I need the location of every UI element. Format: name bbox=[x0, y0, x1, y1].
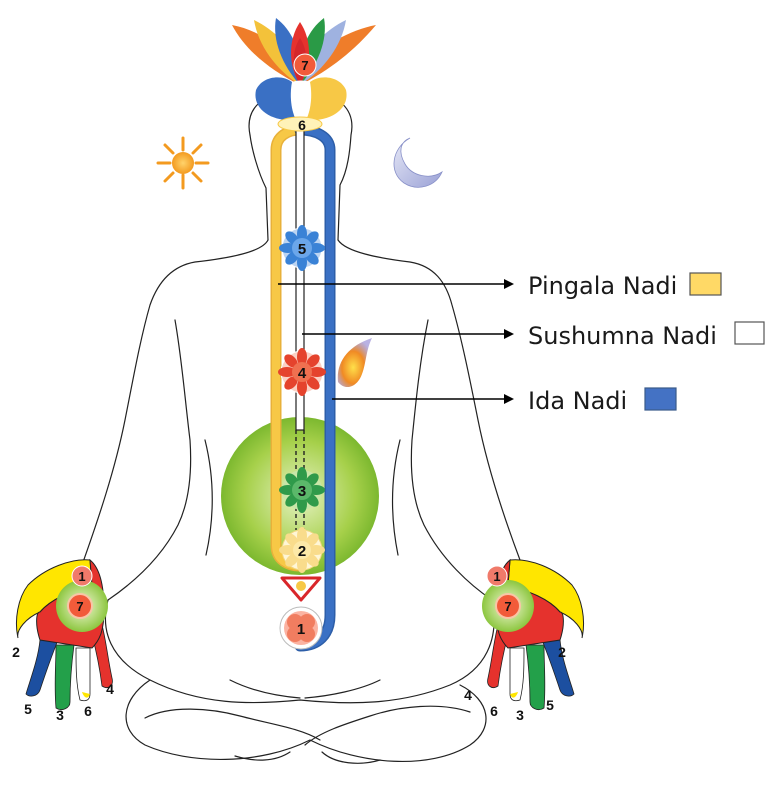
triangle-icon bbox=[280, 576, 322, 602]
lotus-crown-icon: 7 bbox=[232, 18, 376, 85]
right-finger-5-label: 5 bbox=[546, 697, 554, 713]
legend-ida-swatch bbox=[644, 387, 677, 411]
chakra-5: 5 bbox=[279, 225, 325, 271]
right-finger-3 bbox=[525, 644, 546, 710]
left-finger-3-label: 3 bbox=[56, 707, 64, 723]
third-eye-wings: 6 bbox=[255, 77, 347, 133]
chakra-4-label: 4 bbox=[298, 365, 307, 382]
chakra-3: 3 bbox=[279, 467, 325, 513]
chakra-7-label: 7 bbox=[301, 58, 308, 73]
chakra-4: 4 bbox=[278, 348, 326, 396]
flame-icon bbox=[337, 338, 372, 388]
chakra-3-label: 3 bbox=[298, 483, 306, 500]
chakra-1: 1 bbox=[279, 606, 323, 650]
chakra-2: 2 bbox=[279, 527, 325, 573]
left-finger-5 bbox=[25, 639, 59, 697]
right-finger-5 bbox=[541, 639, 575, 697]
left-finger-4-label: 4 bbox=[106, 681, 114, 697]
left-finger-6-label: 6 bbox=[84, 703, 92, 719]
right-finger-4-label: 4 bbox=[464, 687, 472, 703]
body-outline bbox=[81, 89, 521, 764]
right-finger-6 bbox=[509, 647, 525, 702]
chakra-1-label: 1 bbox=[297, 621, 305, 638]
chakra-5-label: 5 bbox=[298, 241, 306, 258]
right-finger-6-label: 6 bbox=[490, 703, 498, 719]
left-palm-1-label: 1 bbox=[78, 569, 85, 584]
left-finger-3 bbox=[54, 644, 75, 710]
legend-ida-label: Ida Nadi bbox=[528, 387, 627, 415]
right-hand: 1 7 2 5 3 6 4 bbox=[464, 558, 585, 723]
left-finger-2-label: 2 bbox=[12, 644, 20, 660]
left-finger-5-label: 5 bbox=[24, 701, 32, 717]
left-palm-7-label: 7 bbox=[76, 599, 83, 614]
legend: Pingala Nadi Sushumna Nadi Ida Nadi bbox=[528, 272, 765, 415]
chakra-2-label: 2 bbox=[298, 543, 306, 560]
right-finger-3-label: 3 bbox=[516, 707, 524, 723]
chakra-6-label: 6 bbox=[298, 117, 306, 133]
legend-arrows bbox=[278, 279, 514, 404]
moon-icon bbox=[393, 137, 443, 188]
sun-icon bbox=[156, 136, 210, 190]
right-palm-1-label: 1 bbox=[493, 569, 500, 584]
left-finger-6 bbox=[75, 647, 91, 702]
left-hand: 1 7 2 5 3 6 4 bbox=[12, 558, 114, 723]
right-palm-7-label: 7 bbox=[504, 599, 511, 614]
legend-sushumna-label: Sushumna Nadi bbox=[528, 322, 717, 350]
legend-pingala-label: Pingala Nadi bbox=[528, 272, 677, 300]
legend-pingala-swatch bbox=[689, 272, 722, 296]
legend-sushumna-swatch bbox=[734, 321, 765, 345]
right-finger-2-label: 2 bbox=[558, 644, 566, 660]
